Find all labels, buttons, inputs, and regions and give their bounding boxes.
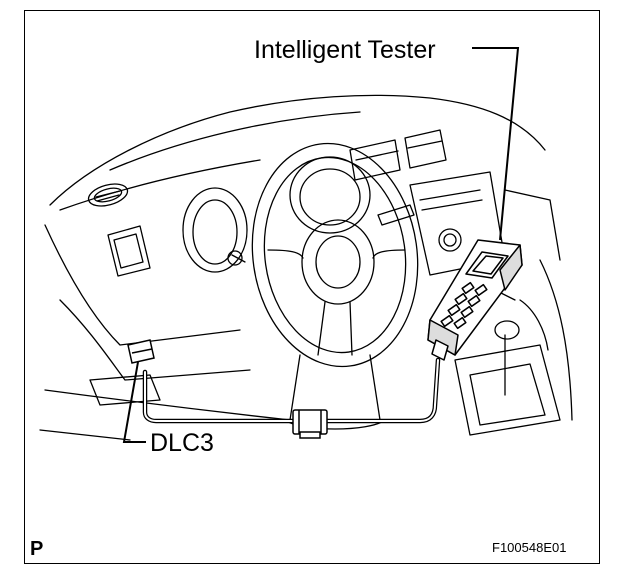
left-panel-inner (113, 233, 144, 269)
dash-ridge (59, 159, 261, 211)
knee-panel (59, 299, 251, 381)
windshield-line (109, 111, 361, 171)
dashboard-lower-edge (44, 224, 241, 346)
console-knob (438, 228, 462, 252)
corner-p-mark: P (30, 538, 44, 560)
center-vents (349, 129, 447, 181)
tester-keypad (440, 281, 488, 330)
intelligent-tester-label: Intelligent Tester (254, 36, 436, 64)
steering-wheel (251, 142, 419, 368)
dlc-leader (122, 361, 146, 443)
dlc3-label: DLC3 (150, 429, 214, 457)
shifter-surround (454, 344, 561, 436)
turn-stalk (231, 254, 246, 263)
intelligent-tester-device (427, 239, 523, 361)
figure-id: F100548E01 (492, 540, 567, 555)
gauge-cluster (182, 156, 371, 273)
leader-lines (122, 47, 520, 443)
right-seat-edge (539, 259, 573, 421)
left-panel (107, 225, 151, 277)
cable-adapter (292, 409, 328, 439)
floor-line (44, 389, 291, 421)
dlc3-connector (127, 339, 155, 364)
wiper-stalk (377, 204, 415, 226)
lower-left-edge (39, 429, 131, 441)
tester-plug (431, 339, 449, 361)
dashboard-top (49, 94, 546, 206)
left-vent (87, 183, 129, 207)
console-slot (419, 189, 481, 201)
console-right (504, 189, 561, 261)
tester-leader (472, 47, 520, 241)
